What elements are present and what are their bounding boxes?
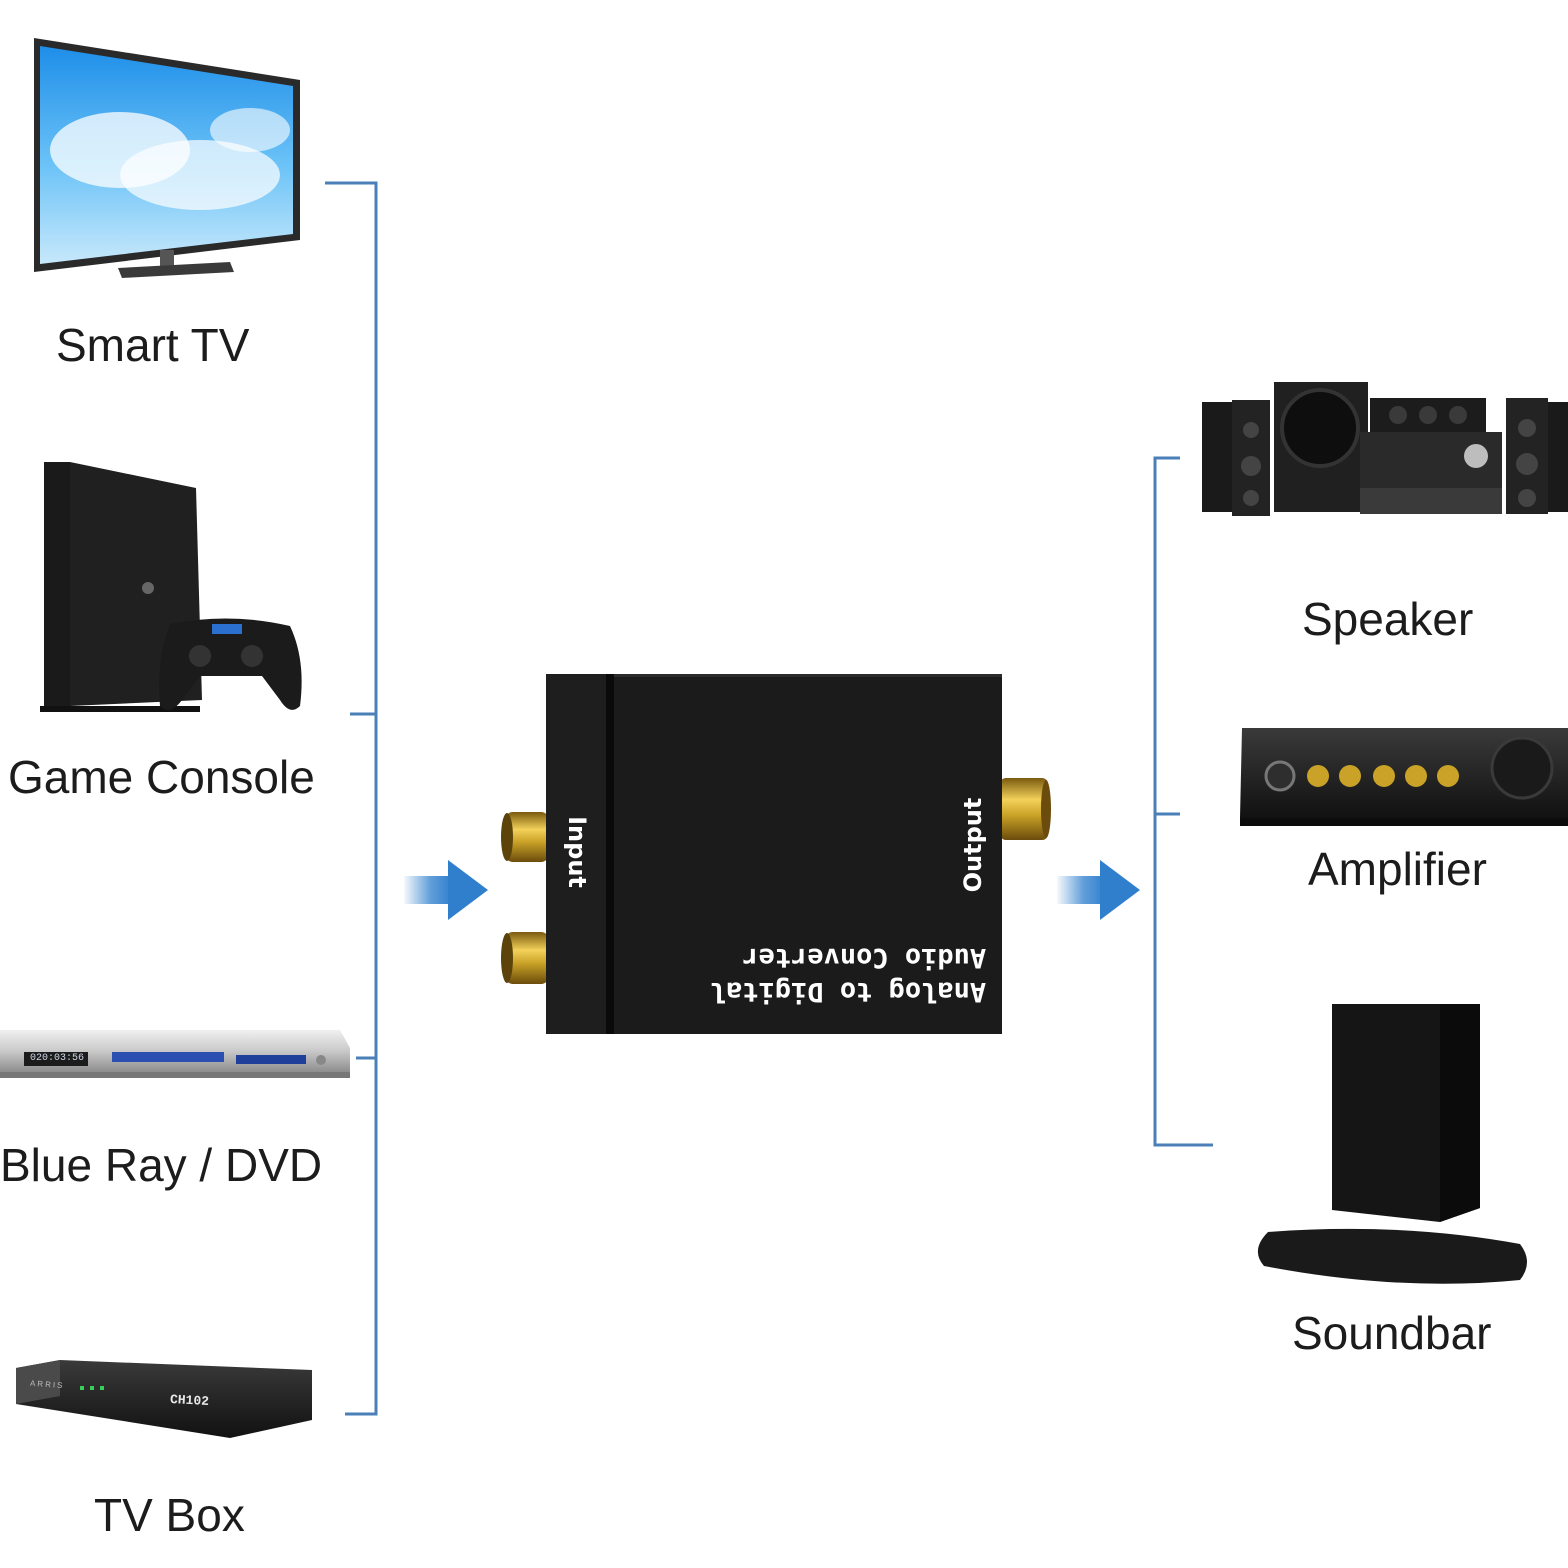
bluray-dvd-image <box>0 1030 350 1078</box>
label-tv-box: TV Box <box>94 1489 245 1541</box>
converter-name: Analog to Digital Audio Converter <box>710 940 986 1008</box>
converter-name-line2: Audio Converter <box>742 942 987 973</box>
soundbar-image <box>1257 1004 1527 1284</box>
game-console-image <box>40 462 302 712</box>
tv-box-image <box>16 1360 312 1438</box>
dvd-display-text: 020:03:56 <box>30 1053 85 1064</box>
output-arrow <box>1057 860 1140 920</box>
smart-tv-image <box>34 38 300 278</box>
label-soundbar: Soundbar <box>1292 1307 1492 1359</box>
label-speaker: Speaker <box>1302 593 1474 645</box>
speaker-image <box>1202 382 1568 516</box>
label-smart-tv: Smart TV <box>56 319 250 371</box>
tv-box-model: CH102 <box>169 1391 210 1410</box>
converter-output-label: Output <box>959 797 987 893</box>
label-amplifier: Amplifier <box>1308 843 1487 895</box>
converter-name-line1: Analog to Digital <box>709 976 987 1007</box>
amplifier-image <box>1240 728 1568 826</box>
label-game-console: Game Console <box>8 751 315 803</box>
output-connector-line <box>1153 456 1213 1147</box>
label-bluray-dvd: Blue Ray / DVD <box>0 1139 323 1191</box>
input-arrow <box>404 860 488 920</box>
optical-output-jack <box>1000 778 1051 840</box>
converter-input-label: Input <box>563 816 591 888</box>
rca-input-jacks <box>501 812 549 984</box>
converter-device <box>501 674 1051 1034</box>
source-connector-line <box>325 181 378 1416</box>
